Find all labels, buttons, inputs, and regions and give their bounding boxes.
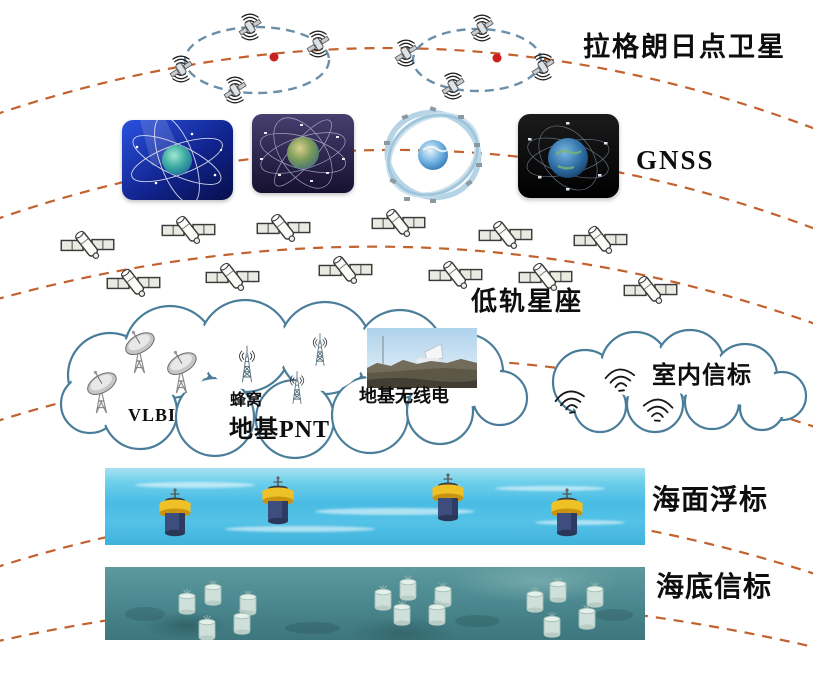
seabed-beacon-icon [391,599,413,627]
leo-constellation-group [60,207,678,307]
leo-satellite-icon [371,207,426,240]
ground-radio-photo [367,328,477,388]
seabed-beacon-icon [196,614,218,640]
orbit-satellite-icon [392,39,420,67]
buoy-icon [155,488,195,540]
leo-satellite-icon [478,219,533,252]
seabed-beacon-icon [524,586,546,614]
leo-satellite-icon [318,254,373,287]
leo-satellite-icon [573,224,628,257]
label-lagrange-satellites: 拉格朗日点卫星 [583,32,786,62]
orbit-arc [0,245,813,325]
halo-orbit-ellipse [411,27,543,93]
leo-satellite-icon [205,261,260,294]
seabed-beacon-icon [426,599,448,627]
seabed-beacon-icon [541,611,563,639]
lagrange-point-icon [492,53,502,63]
seabed-beacon-icon [397,574,419,602]
orbit-arc [0,148,813,230]
buoy-icon [547,488,587,540]
gnss-constellation-image-2 [252,114,354,193]
lagrange-orbit-group [167,13,557,104]
label-seabed-beacon: 海底信标 [656,572,773,603]
orbit-arc [0,46,813,130]
gnss-constellation-image-3 [378,103,488,211]
seabed-beacon-icon [202,579,224,607]
leo-satellite-icon [106,267,161,300]
orbit-satellite-icon [221,76,249,104]
label-indoor-beacon: 室内信标 [652,363,752,389]
seabed-beacon-icon [547,576,569,604]
label-vlbi: VLBI [128,405,177,425]
leo-satellite-icon [60,229,115,262]
label-sea-surface-buoy: 海面浮标 [652,485,769,516]
leo-satellite-icon [161,214,216,247]
seabed-band [105,567,645,640]
seabed-beacon-icon [231,608,253,636]
label-leo-constellation: 低轨星座 [471,287,584,316]
leo-satellite-icon [256,212,311,245]
label-ground-radio: 地基无线电 [359,386,449,406]
buoy-icon [428,473,468,525]
gnss-constellation-image-4 [518,114,619,198]
indoor-beacon-cloud [551,328,808,434]
lagrange-point-icon [269,52,279,62]
seabed-beacon-icon [176,588,198,616]
seabed-beacon-icon [576,603,598,631]
gnss-constellation-image-1 [122,120,233,200]
leo-satellite-icon [623,274,678,307]
label-cellular: 蜂窝 [230,392,263,409]
orbit-arc [0,596,813,648]
sea-surface-band [105,468,645,545]
label-ground-pnt: 地基PNT [229,417,330,443]
buoy-icon [258,476,298,528]
label-gnss: GNSS [636,145,715,175]
